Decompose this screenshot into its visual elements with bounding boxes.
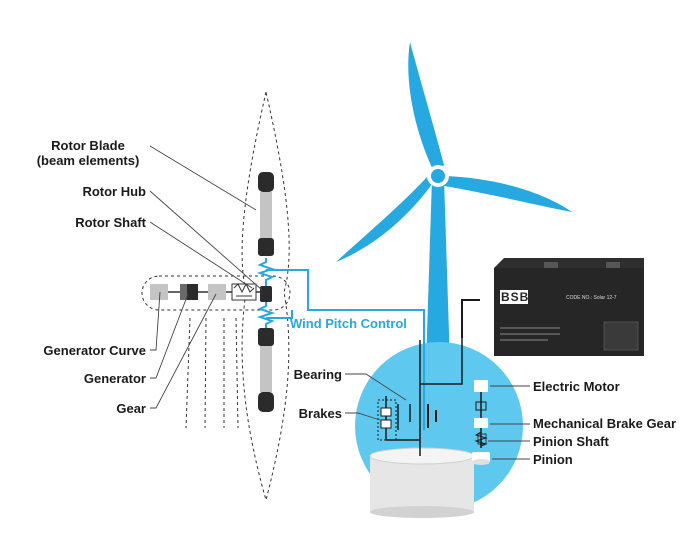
pitch-spring-lower <box>260 300 272 328</box>
label-rotor-blade-line1: Rotor Blade <box>30 138 146 153</box>
turbine-blade-right <box>444 176 572 212</box>
label-electric-motor: Electric Motor <box>533 379 620 394</box>
label-rotor-blade-line2: (beam elements) <box>30 153 146 168</box>
rotor-blade-upper <box>258 172 274 256</box>
turbine-blade-upper <box>408 42 444 172</box>
battery-brand: BSB <box>501 290 529 304</box>
label-rotor-hub: Rotor Hub <box>20 184 146 199</box>
electric-motor-element <box>474 380 488 392</box>
battery-wire <box>462 300 480 338</box>
label-pinion-shaft: Pinion Shaft <box>533 434 609 449</box>
label-generator: Generator <box>20 371 146 386</box>
label-gear: Gear <box>20 401 146 416</box>
label-wind-pitch-control: Wind Pitch Control <box>290 316 407 331</box>
rotor-hub-element <box>260 286 272 302</box>
label-brakes: Brakes <box>270 406 342 421</box>
label-rotor-shaft: Rotor Shaft <box>20 215 146 230</box>
generator-curve-element <box>150 284 168 300</box>
mechanical-brake-gear-element <box>474 418 488 428</box>
pitch-spring-upper <box>260 258 272 286</box>
battery-code: CODE NO.: Solar 12-7 <box>566 295 617 301</box>
turbine-tower <box>426 178 450 365</box>
label-pinion: Pinion <box>533 452 573 467</box>
label-rotor-blade: Rotor Blade (beam elements) <box>30 138 146 168</box>
label-bearing: Bearing <box>270 367 342 382</box>
pinion-cylinder <box>370 448 474 518</box>
label-mechanical-brake-gear: Mechanical Brake Gear <box>533 416 676 431</box>
battery <box>494 258 644 356</box>
label-generator-curve: Generator Curve <box>10 343 146 358</box>
gear-element <box>208 284 226 300</box>
drivetrain <box>150 284 262 300</box>
turbine-blade-left <box>336 176 432 262</box>
